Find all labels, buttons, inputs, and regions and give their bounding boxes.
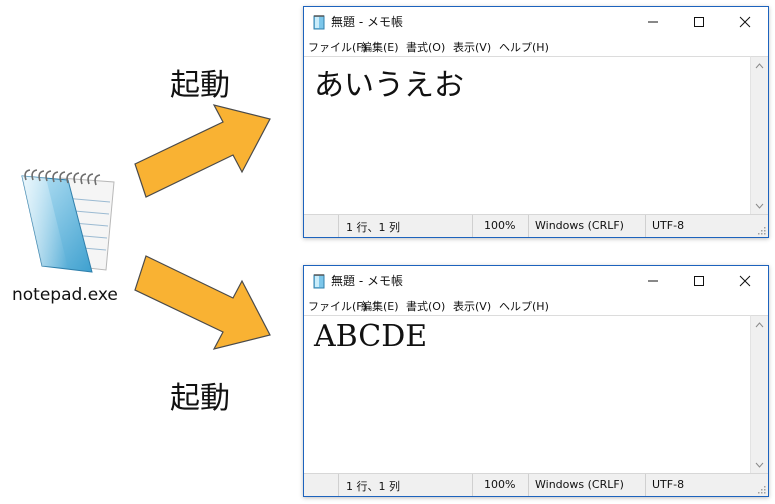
- launch-arrow-top: [130, 92, 280, 212]
- maximize-icon: [694, 16, 704, 27]
- close-button[interactable]: [722, 7, 768, 36]
- notepad-small-icon: [311, 273, 327, 289]
- status-encoding: UTF-8: [652, 478, 685, 491]
- status-cell: [528, 215, 646, 237]
- status-cell: [472, 474, 529, 496]
- title-bar[interactable]: 無題 - メモ帳: [304, 266, 768, 295]
- status-cell: [645, 474, 752, 496]
- scroll-up-icon[interactable]: [751, 318, 768, 332]
- menu-file[interactable]: ファイル(F): [308, 300, 367, 313]
- resize-grip-icon[interactable]: [756, 484, 766, 494]
- vertical-scrollbar[interactable]: [750, 56, 768, 215]
- minimize-button[interactable]: [630, 266, 676, 295]
- resize-grip-icon[interactable]: [756, 225, 766, 235]
- launch-label-bottom: 起動: [170, 381, 230, 416]
- minimize-icon: [648, 280, 658, 281]
- status-position: 1 行、1 列: [346, 480, 400, 493]
- status-zoom: 100%: [484, 219, 516, 232]
- close-icon: [739, 16, 751, 27]
- status-cell: [338, 474, 473, 496]
- menu-bar: ファイル(F) 編集(E) 書式(O) 表示(V) ヘルプ(H): [304, 295, 768, 315]
- menu-view[interactable]: 表示(V): [453, 300, 492, 313]
- editor-content: ABCDE: [314, 319, 428, 354]
- maximize-button[interactable]: [676, 266, 722, 295]
- status-line-ending: Windows (CRLF): [535, 219, 624, 232]
- status-bar: 1 行、1 列 100% Windows (CRLF) UTF-8: [304, 214, 768, 237]
- maximize-icon: [694, 275, 704, 286]
- close-button[interactable]: [722, 266, 768, 295]
- vertical-scrollbar[interactable]: [750, 315, 768, 474]
- menu-edit[interactable]: 編集(E): [361, 41, 399, 54]
- menu-help[interactable]: ヘルプ(H): [499, 41, 549, 54]
- status-position: 1 行、1 列: [346, 221, 400, 234]
- scroll-down-icon[interactable]: [751, 199, 768, 213]
- text-editor[interactable]: あいうえお: [304, 56, 751, 215]
- menu-view[interactable]: 表示(V): [453, 41, 492, 54]
- title-bar[interactable]: 無題 - メモ帳: [304, 7, 768, 36]
- scroll-down-icon[interactable]: [751, 458, 768, 472]
- menu-edit[interactable]: 編集(E): [361, 300, 399, 313]
- menu-bar: ファイル(F) 編集(E) 書式(O) 表示(V) ヘルプ(H): [304, 36, 768, 56]
- notepad-window-bottom: 無題 - メモ帳 ファイル(F) 編集(E) 書式(O) 表示(V) ヘルプ(H…: [303, 265, 769, 497]
- scroll-up-icon[interactable]: [751, 59, 768, 73]
- status-zoom: 100%: [484, 478, 516, 491]
- menu-file[interactable]: ファイル(F): [308, 41, 367, 54]
- menu-help[interactable]: ヘルプ(H): [499, 300, 549, 313]
- status-cell: [338, 215, 473, 237]
- status-cell: [472, 215, 529, 237]
- app-caption: notepad.exe: [12, 285, 118, 305]
- menu-format[interactable]: 書式(O): [406, 300, 446, 313]
- maximize-button[interactable]: [676, 7, 722, 36]
- window-title: 無題 - メモ帳: [331, 15, 403, 29]
- menu-format[interactable]: 書式(O): [406, 41, 446, 54]
- status-bar: 1 行、1 列 100% Windows (CRLF) UTF-8: [304, 473, 768, 496]
- launch-label-top: 起動: [170, 68, 230, 103]
- window-title: 無題 - メモ帳: [331, 274, 403, 288]
- status-encoding: UTF-8: [652, 219, 685, 232]
- status-cell: [528, 474, 646, 496]
- notepad-window-top: 無題 - メモ帳 ファイル(F) 編集(E) 書式(O) 表示(V) ヘルプ(H…: [303, 6, 769, 238]
- close-icon: [739, 275, 751, 286]
- notepad-icon: [2, 158, 120, 278]
- minimize-button[interactable]: [630, 7, 676, 36]
- status-line-ending: Windows (CRLF): [535, 478, 624, 491]
- status-cell: [645, 215, 752, 237]
- text-editor[interactable]: ABCDE: [304, 315, 751, 474]
- notepad-small-icon: [311, 14, 327, 30]
- editor-content: あいうえお: [314, 68, 464, 103]
- launch-arrow-bottom: [130, 250, 280, 370]
- minimize-icon: [648, 21, 658, 22]
